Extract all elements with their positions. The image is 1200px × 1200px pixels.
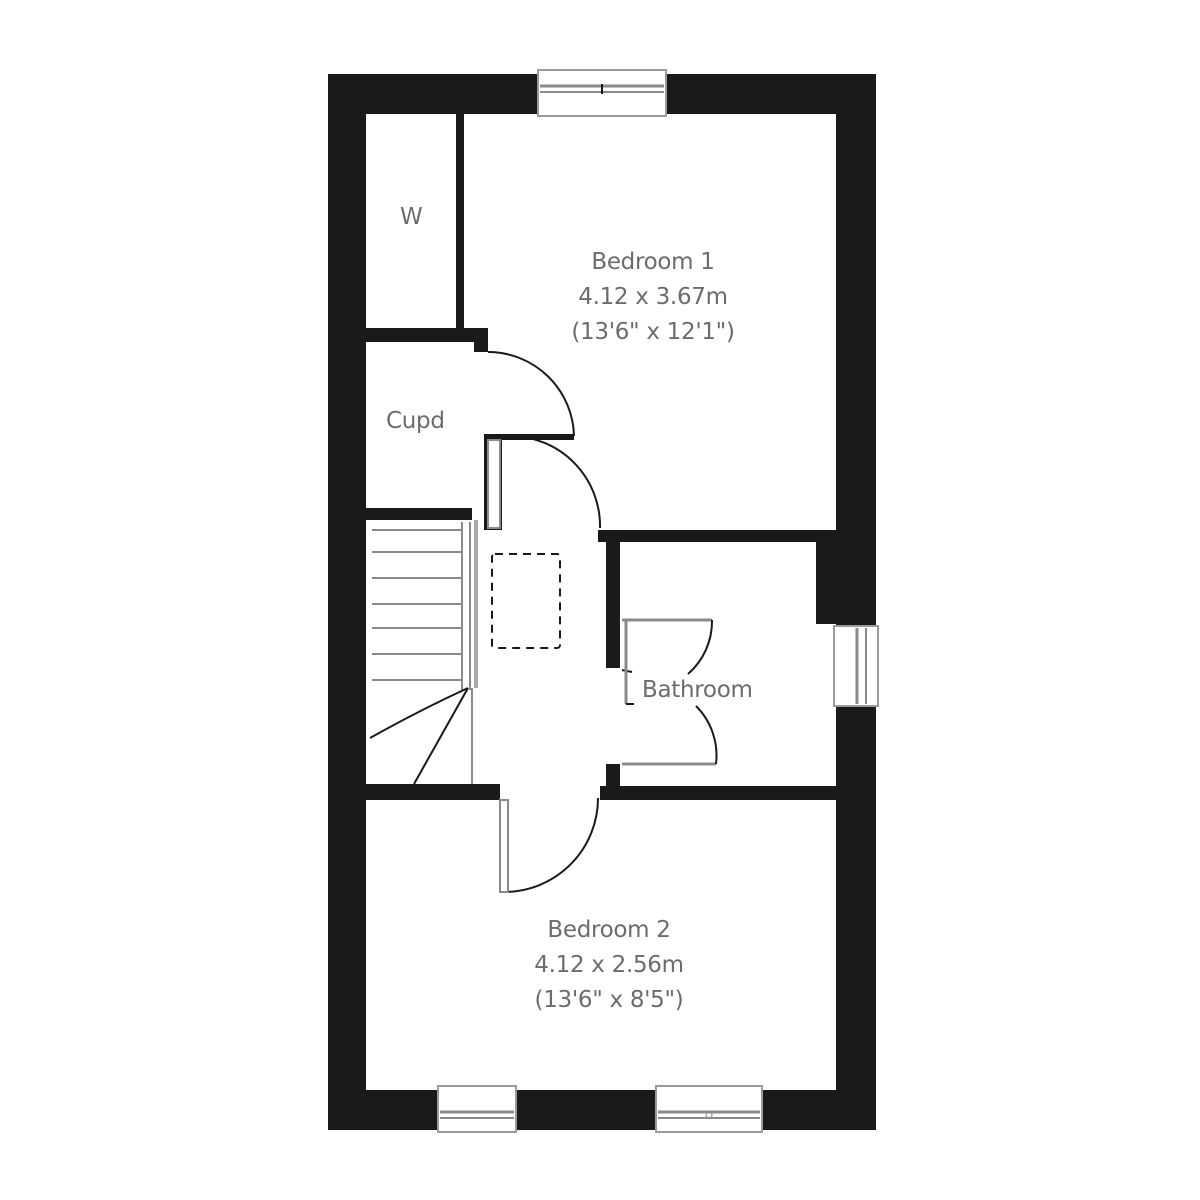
bedroom-2-metric: 4.12 x 2.56m: [534, 952, 684, 978]
bedroom-1-metric: 4.12 x 3.67m: [578, 284, 728, 310]
cupboard-label: Cupd: [386, 408, 445, 434]
bathroom-label: Bathroom: [642, 677, 753, 703]
stairs: [369, 520, 478, 785]
wardrobe-label: W: [400, 204, 423, 230]
bedroom-2-name: Bedroom 2: [547, 917, 671, 943]
window-right: [833, 625, 879, 707]
window-top: [537, 69, 667, 117]
bedroom-2-imperial: (13'6" x 8'5"): [534, 987, 684, 1013]
internal-walls: [366, 112, 836, 800]
bedroom-1-label: Bedroom 1 4.12 x 3.67m (13'6" x 12'1"): [571, 245, 735, 350]
bedroom-2-label: Bedroom 2 4.12 x 2.56m (13'6" x 8'5"): [534, 913, 684, 1018]
loft-hatch: [491, 553, 561, 649]
bedroom-1-imperial: (13'6" x 12'1"): [571, 319, 735, 345]
bedroom-1-name: Bedroom 1: [591, 249, 715, 275]
window-bottom-left: [437, 1085, 517, 1133]
window-bottom-right: [655, 1085, 763, 1133]
outer-walls: [328, 74, 876, 1130]
doors: [487, 351, 718, 893]
